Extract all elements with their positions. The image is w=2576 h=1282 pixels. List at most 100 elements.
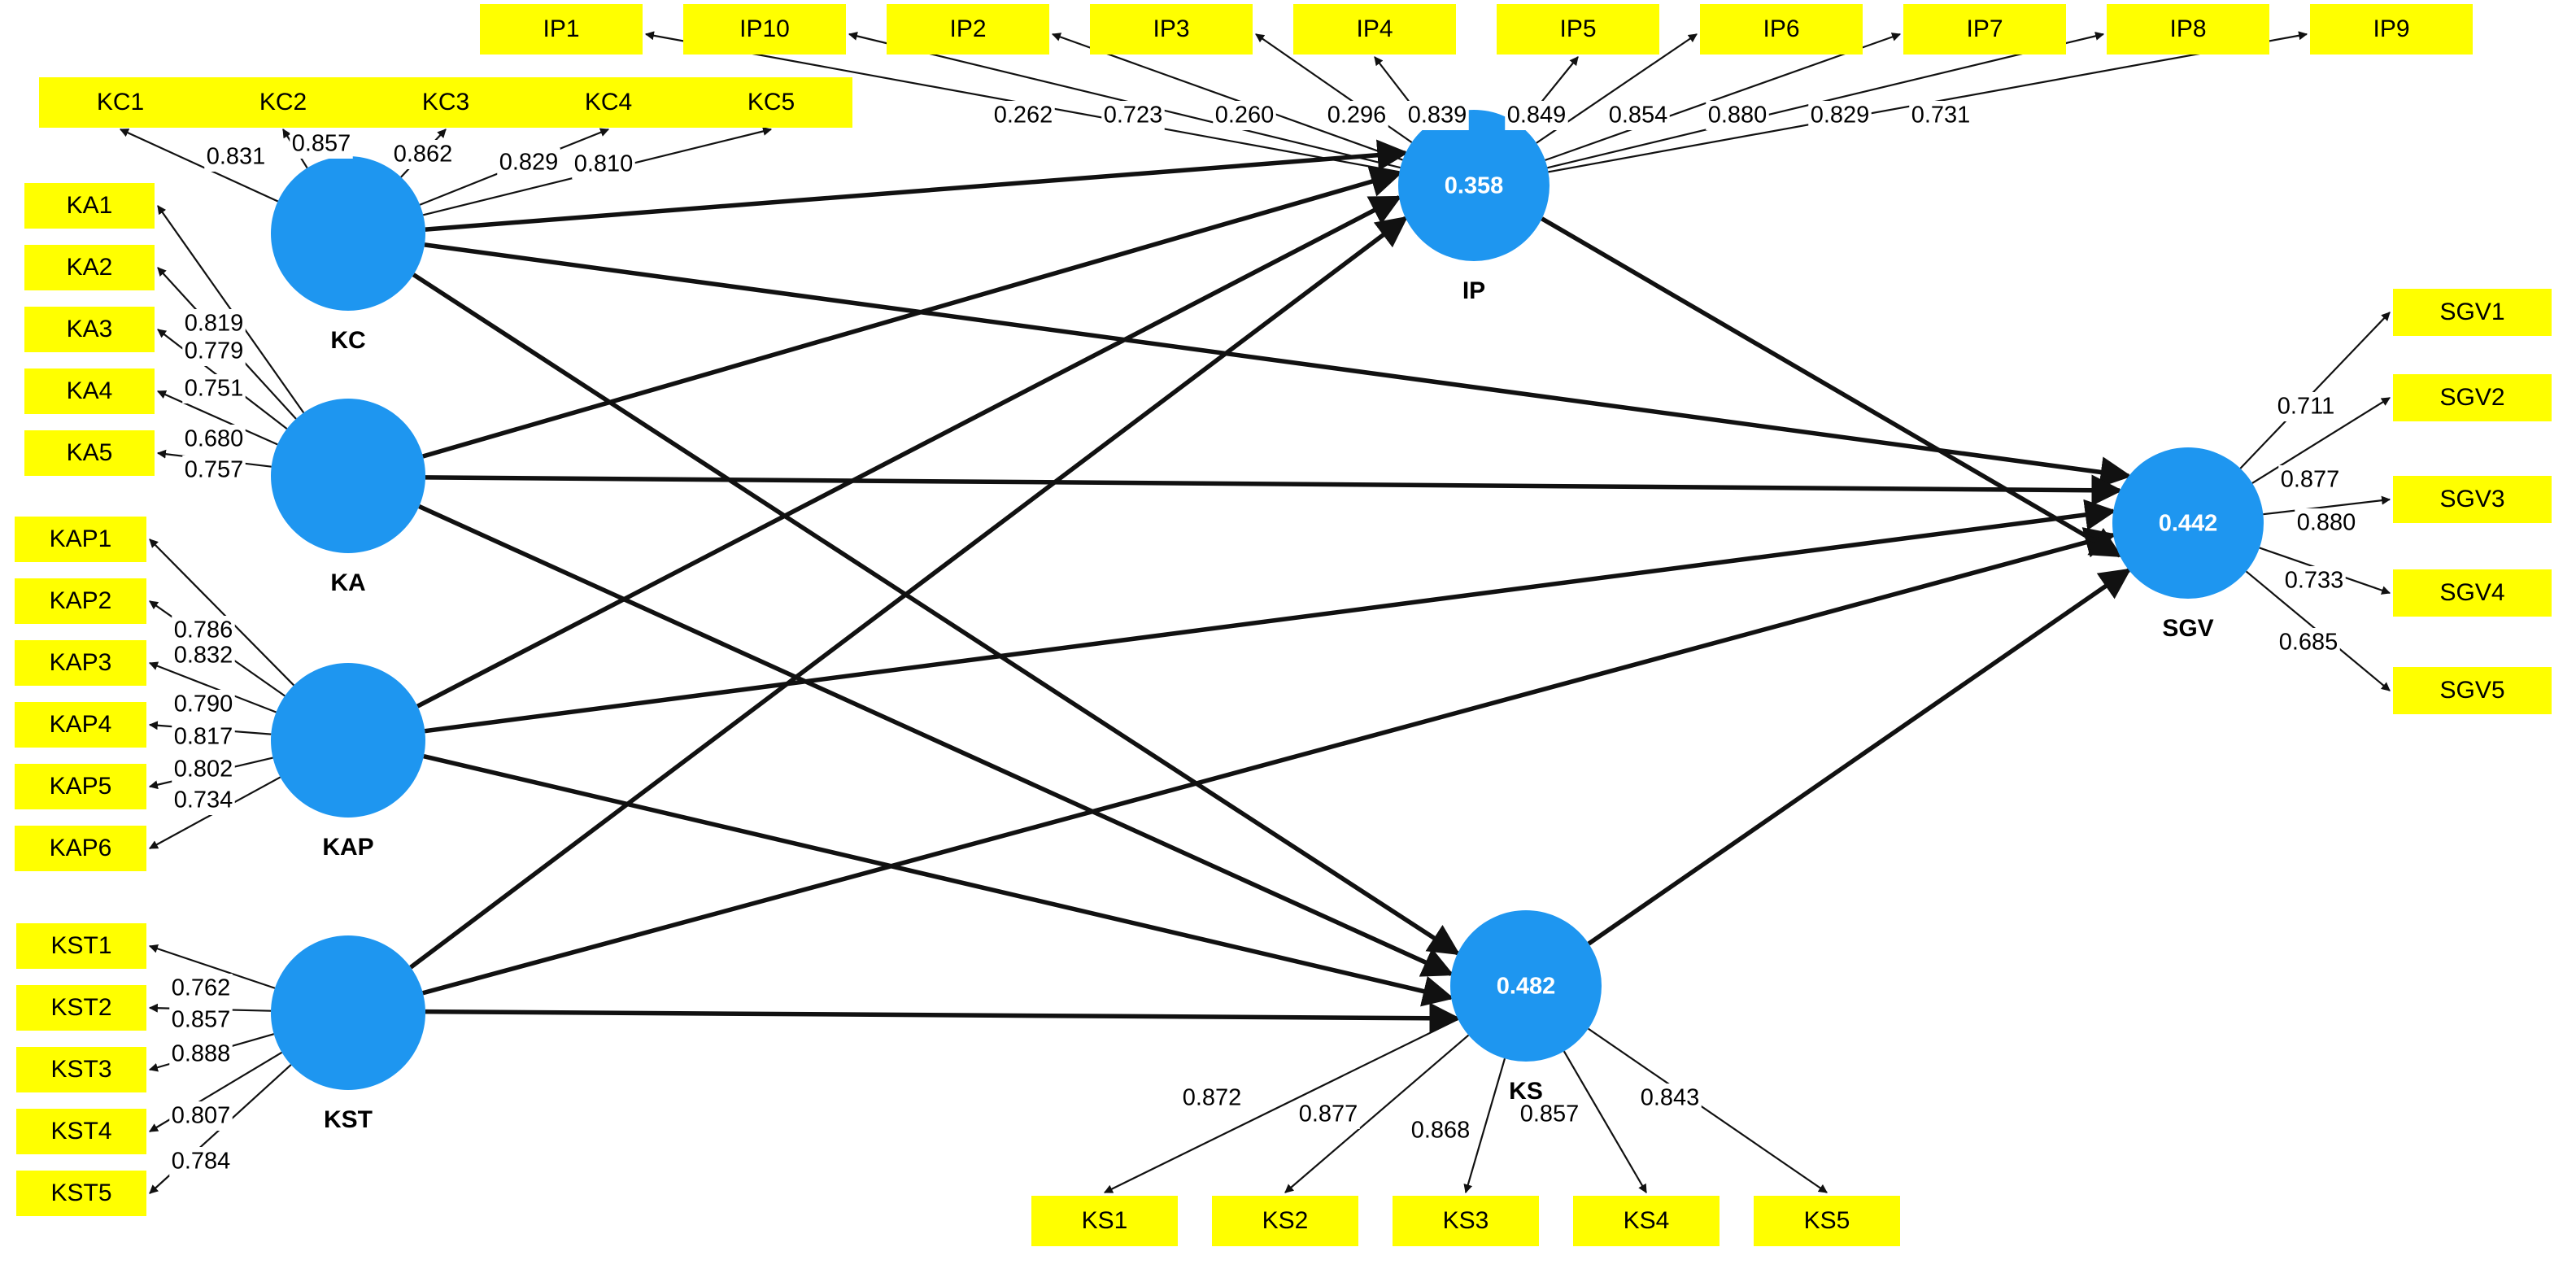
indicator-KC1-rect (39, 77, 202, 128)
loading-label-IP6: 0.854 (1606, 101, 1670, 130)
indicator-KST4[interactable]: KST4 (16, 1109, 146, 1154)
indicator-KC3[interactable]: KC3 (364, 77, 527, 128)
loading-label-KST3-bg (169, 1040, 233, 1069)
indicator-IP5[interactable]: IP5 (1497, 4, 1659, 55)
indicator-IP1[interactable]: IP1 (480, 4, 643, 55)
loading-label-KST4-bg (169, 1101, 233, 1131)
indicator-KA3[interactable]: KA3 (24, 307, 155, 352)
indicator-KS3-rect (1393, 1196, 1539, 1246)
loading-label-KST1: 0.762 (169, 974, 233, 1003)
indicator-KAP6[interactable]: KAP6 (15, 826, 146, 871)
loading-label-KAP6-bg (172, 786, 235, 815)
indicator-KC5-rect (690, 77, 852, 128)
indicator-SGV1[interactable]: SGV1 (2393, 289, 2552, 336)
loading-label-KA2-text: 0.779 (185, 338, 244, 364)
loading-label-IP10: 0.723 (1101, 101, 1165, 130)
indicator-IP2[interactable]: IP2 (887, 4, 1049, 55)
loading-label-KAP1-bg (172, 616, 235, 645)
indicator-KAP5[interactable]: KAP5 (15, 764, 146, 809)
latent-KA[interactable]: KA (271, 399, 425, 596)
loading-label-IP2-bg (1213, 101, 1276, 130)
loading-edge-KS5 (1588, 1027, 1828, 1193)
indicator-IP6[interactable]: IP6 (1700, 4, 1863, 55)
edges-layer (119, 31, 2391, 1194)
indicator-KS1-rect (1031, 1196, 1178, 1246)
indicator-KA5[interactable]: KA5 (24, 430, 155, 476)
loading-label-IP7: 0.880 (1706, 101, 1769, 130)
indicator-KS5[interactable]: KS5 (1754, 1196, 1900, 1246)
indicator-SGV4[interactable]: SGV4 (2393, 569, 2552, 617)
indicator-SGV5[interactable]: SGV5 (2393, 667, 2552, 714)
indicator-KS2[interactable]: KS2 (1212, 1196, 1358, 1246)
indicator-KAP4[interactable]: KAP4 (15, 702, 146, 748)
indicator-IP2-rect (887, 4, 1049, 55)
indicator-IP8[interactable]: IP8 (2107, 4, 2269, 55)
loading-label-SGV3: 0.880 (2295, 508, 2358, 538)
latent-KST[interactable]: KST (271, 935, 425, 1133)
loading-label-KST3: 0.888 (169, 1040, 233, 1069)
loading-label-IP6-bg (1606, 101, 1670, 130)
indicator-KAP2[interactable]: KAP2 (15, 578, 146, 624)
loading-label-KS2-bg (1297, 1100, 1360, 1129)
indicator-IP9[interactable]: IP9 (2310, 4, 2473, 55)
loading-label-IP2: 0.260 (1213, 101, 1276, 130)
indicator-KC4[interactable]: KC4 (527, 77, 690, 128)
indicator-KST3[interactable]: KST3 (16, 1047, 146, 1092)
indicator-KC1[interactable]: KC1 (39, 77, 202, 128)
indicator-KA1[interactable]: KA1 (24, 183, 155, 229)
loading-label-KC4-text: 0.829 (499, 150, 559, 176)
loading-label-SGV3-text: 0.880 (2297, 510, 2356, 536)
loading-label-SGV5-bg (2277, 628, 2340, 657)
indicator-KAP3[interactable]: KAP3 (15, 640, 146, 686)
indicator-KS4[interactable]: KS4 (1573, 1196, 1720, 1246)
latent-KAP[interactable]: KAP (271, 663, 425, 861)
indicator-KST1[interactable]: KST1 (16, 923, 146, 969)
loading-label-KST2-bg (169, 1005, 233, 1035)
indicator-KS5-rect (1754, 1196, 1900, 1246)
indicator-KA3-rect (24, 307, 155, 352)
indicator-KA2-rect (24, 245, 155, 290)
indicator-KAP5-rect (15, 764, 146, 809)
indicator-KAP1[interactable]: KAP1 (15, 517, 146, 562)
indicator-KS1[interactable]: KS1 (1031, 1196, 1178, 1246)
indicator-KST5[interactable]: KST5 (16, 1171, 146, 1216)
indicator-KA4[interactable]: KA4 (24, 368, 155, 414)
indicator-IP9-label: IP9 (2373, 15, 2409, 42)
loading-label-KA5-text: 0.757 (185, 457, 244, 483)
latent-KS-r2: 0.482 (1497, 974, 1556, 1000)
loading-label-KA3-text: 0.751 (185, 376, 244, 402)
indicator-IP4-rect (1293, 4, 1456, 55)
indicator-KC5[interactable]: KC5 (690, 77, 852, 128)
indicator-KA5-label: KA5 (67, 439, 113, 466)
indicator-IP10[interactable]: IP10 (683, 4, 846, 55)
indicator-IP3[interactable]: IP3 (1090, 4, 1253, 55)
indicator-KA4-label: KA4 (67, 377, 113, 404)
indicator-SGV4-label: SGV4 (2439, 579, 2504, 606)
indicator-SGV2[interactable]: SGV2 (2393, 374, 2552, 421)
loading-label-KC3-bg (391, 140, 455, 169)
loading-label-IP4: 0.839 (1406, 101, 1469, 130)
loading-label-KS2: 0.877 (1297, 1100, 1360, 1129)
loading-label-KAP1: 0.786 (172, 616, 235, 645)
indicator-KST2[interactable]: KST2 (16, 985, 146, 1031)
indicator-IP5-rect (1497, 4, 1659, 55)
indicator-IP4[interactable]: IP4 (1293, 4, 1456, 55)
loading-label-KST4-text: 0.807 (172, 1103, 231, 1129)
indicator-SGV2-rect (2393, 374, 2552, 421)
indicator-IP6-rect (1700, 4, 1863, 55)
loading-label-SGV3-bg (2295, 508, 2358, 538)
indicator-SGV1-rect (2393, 289, 2552, 336)
indicator-KA2[interactable]: KA2 (24, 245, 155, 290)
indicator-KS3[interactable]: KS3 (1393, 1196, 1539, 1246)
indicator-IP7[interactable]: IP7 (1903, 4, 2066, 55)
loading-label-IP3-bg (1325, 101, 1388, 130)
latent-KAP-shape (271, 663, 425, 818)
loading-label-KA4-text: 0.680 (185, 426, 244, 452)
indicator-SGV3[interactable]: SGV3 (2393, 476, 2552, 523)
latent-KC[interactable]: KC (271, 156, 425, 354)
indicator-KC2[interactable]: KC2 (202, 77, 364, 128)
